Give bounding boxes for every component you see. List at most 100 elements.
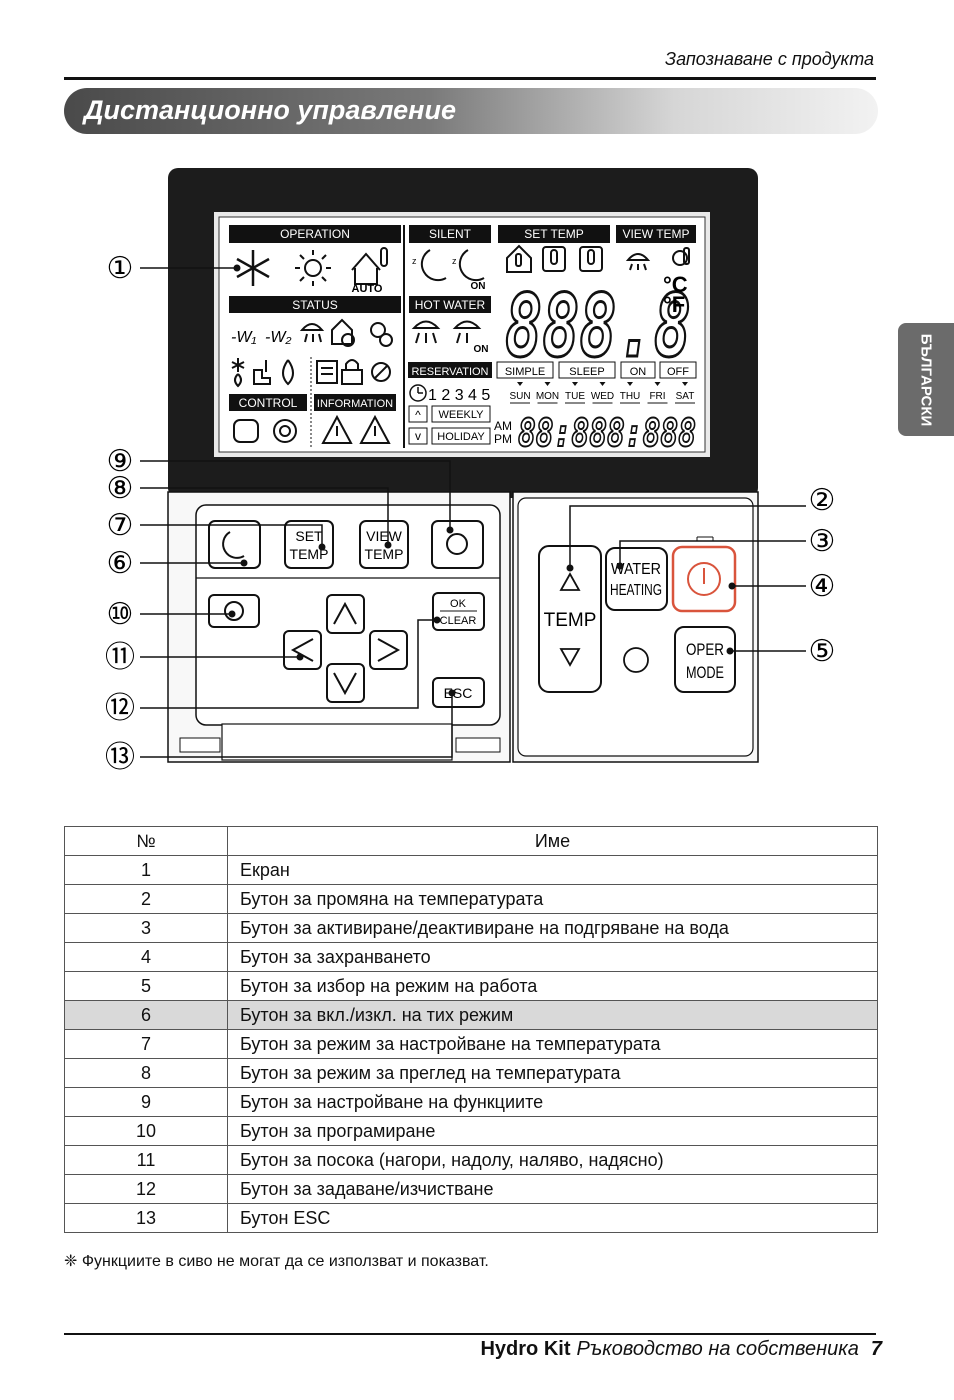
- esc-button[interactable]: ESC: [432, 677, 485, 708]
- temp-button[interactable]: TEMP: [538, 545, 602, 693]
- row-name: Бутон ESC: [227, 1203, 878, 1233]
- title-bar: Дистанционно управление: [64, 88, 878, 134]
- lcd-day-label: THU: [620, 391, 641, 402]
- lcd-w2-text: -W₂: [265, 329, 292, 346]
- row-number: 2: [64, 884, 228, 914]
- footer-rule: [64, 1333, 876, 1335]
- water-label: WATER: [611, 561, 661, 578]
- ok-clear-button[interactable]: OK CLEAR: [432, 592, 485, 631]
- sun-icon: [295, 250, 331, 286]
- shower-status-icon: [299, 323, 325, 343]
- remote-control-icon: [233, 419, 259, 443]
- lcd-information-label: INFORMATION: [317, 398, 393, 410]
- temp-label: TEMP: [544, 610, 597, 631]
- section-header: Запознаване с продукта: [665, 49, 874, 69]
- leader-lines: [140, 267, 806, 758]
- function-setup-button[interactable]: [431, 520, 484, 569]
- gear-button-icon: [446, 533, 468, 555]
- lcd-reservation-label: RESERVATION: [411, 366, 488, 378]
- shower-hotwater-on-icon: [452, 320, 482, 344]
- callout-3: ③: [809, 524, 836, 559]
- callout-9: ⑨: [107, 444, 134, 479]
- day-marker-icon: [599, 382, 606, 386]
- lcd-day-label: WED: [591, 391, 614, 402]
- oper-label: OPER: [686, 640, 724, 659]
- leader-dots: [228, 264, 736, 697]
- chevron-up-icon: [333, 601, 357, 625]
- lcd-w1-text: -W₁: [231, 329, 256, 346]
- program-button[interactable]: [208, 594, 260, 628]
- triangle-up-icon: [559, 572, 581, 591]
- oper-mode-button[interactable]: OPER MODE: [674, 626, 736, 693]
- water-heating-button[interactable]: WATER HEATING: [605, 547, 668, 611]
- warning-2-icon: [359, 414, 391, 444]
- row-name: Бутон за задаване/изчистване: [227, 1174, 878, 1204]
- lcd-unit-fahrenheit: °F: [663, 292, 685, 317]
- callout-12: ⑫: [105, 691, 135, 726]
- set-temp-button[interactable]: SET TEMP: [284, 520, 334, 569]
- ok-label: OK: [450, 598, 467, 610]
- lcd-sleep-label: SLEEP: [569, 366, 604, 378]
- up-button[interactable]: [326, 594, 365, 634]
- row-number: 6: [64, 1000, 228, 1030]
- row-name: Бутон за вкл./изкл. на тих режим: [227, 1000, 878, 1030]
- house-play-icon: [331, 318, 355, 347]
- callout-1: ①: [107, 251, 134, 286]
- footer-manual: Ръководство на собственика: [576, 1338, 859, 1360]
- lcd-day-label: TUE: [565, 391, 585, 402]
- row-name: Бутон за настройване на функциите: [227, 1087, 878, 1117]
- warning-icon: [321, 414, 353, 444]
- power-button[interactable]: [671, 545, 737, 613]
- down-arrow-icon: v: [415, 429, 421, 443]
- indicator-led: [623, 647, 649, 673]
- callout-4: ④: [809, 569, 836, 604]
- chevron-left-icon: [290, 638, 314, 662]
- page-number: 7: [870, 1338, 882, 1360]
- row-number: 10: [64, 1116, 228, 1146]
- left-button[interactable]: [283, 630, 322, 670]
- clock-button-icon: [224, 601, 244, 621]
- view-temp-button[interactable]: VIEW TEMP: [359, 520, 409, 569]
- callout-7: ⑦: [107, 508, 134, 543]
- row-number: 12: [64, 1174, 228, 1204]
- row-number: 1: [64, 855, 228, 885]
- row-number: 8: [64, 1058, 228, 1088]
- house-auto-icon: [351, 247, 388, 285]
- callout-10: ⑩: [107, 597, 134, 632]
- lock-icon: [341, 359, 363, 385]
- day-marker-icon: [572, 382, 578, 386]
- lcd-control-label: CONTROL: [239, 396, 298, 410]
- silent-mode-button[interactable]: [208, 520, 261, 569]
- row-name: Бутон за режим за преглед на температура…: [227, 1058, 878, 1088]
- moon-icon: z: [412, 249, 447, 282]
- triangle-down-icon: [559, 648, 581, 667]
- up-arrow-icon: ^: [415, 408, 421, 422]
- lcd-hotwater-on-text: ON: [474, 344, 489, 355]
- chevron-down-icon: [333, 672, 357, 696]
- mode-label: MODE: [686, 663, 724, 682]
- lcd-weekly-label: WEEKLY: [438, 409, 484, 421]
- tank-temp-icon: [579, 246, 603, 272]
- lcd-am-label: AM: [494, 419, 512, 433]
- sun-play-icon: [370, 322, 393, 347]
- lcd-operation-label: OPERATION: [280, 227, 350, 241]
- gear-wrench-icon: [371, 362, 391, 382]
- lcd-clock-digits: 88:888:888: [518, 411, 696, 455]
- lcd-view-temp-label: VIEW TEMP: [622, 227, 689, 241]
- lcd-set-temp-label: SET TEMP: [524, 227, 584, 241]
- down-button[interactable]: [326, 663, 365, 703]
- right-button[interactable]: [369, 630, 408, 670]
- lcd-on-label: ON: [630, 366, 647, 378]
- lcd-silent-label: SILENT: [429, 227, 472, 241]
- lcd-off-label: OFF: [667, 366, 689, 378]
- shower-hotwater-icon: [411, 320, 441, 344]
- header-rule: [64, 77, 876, 80]
